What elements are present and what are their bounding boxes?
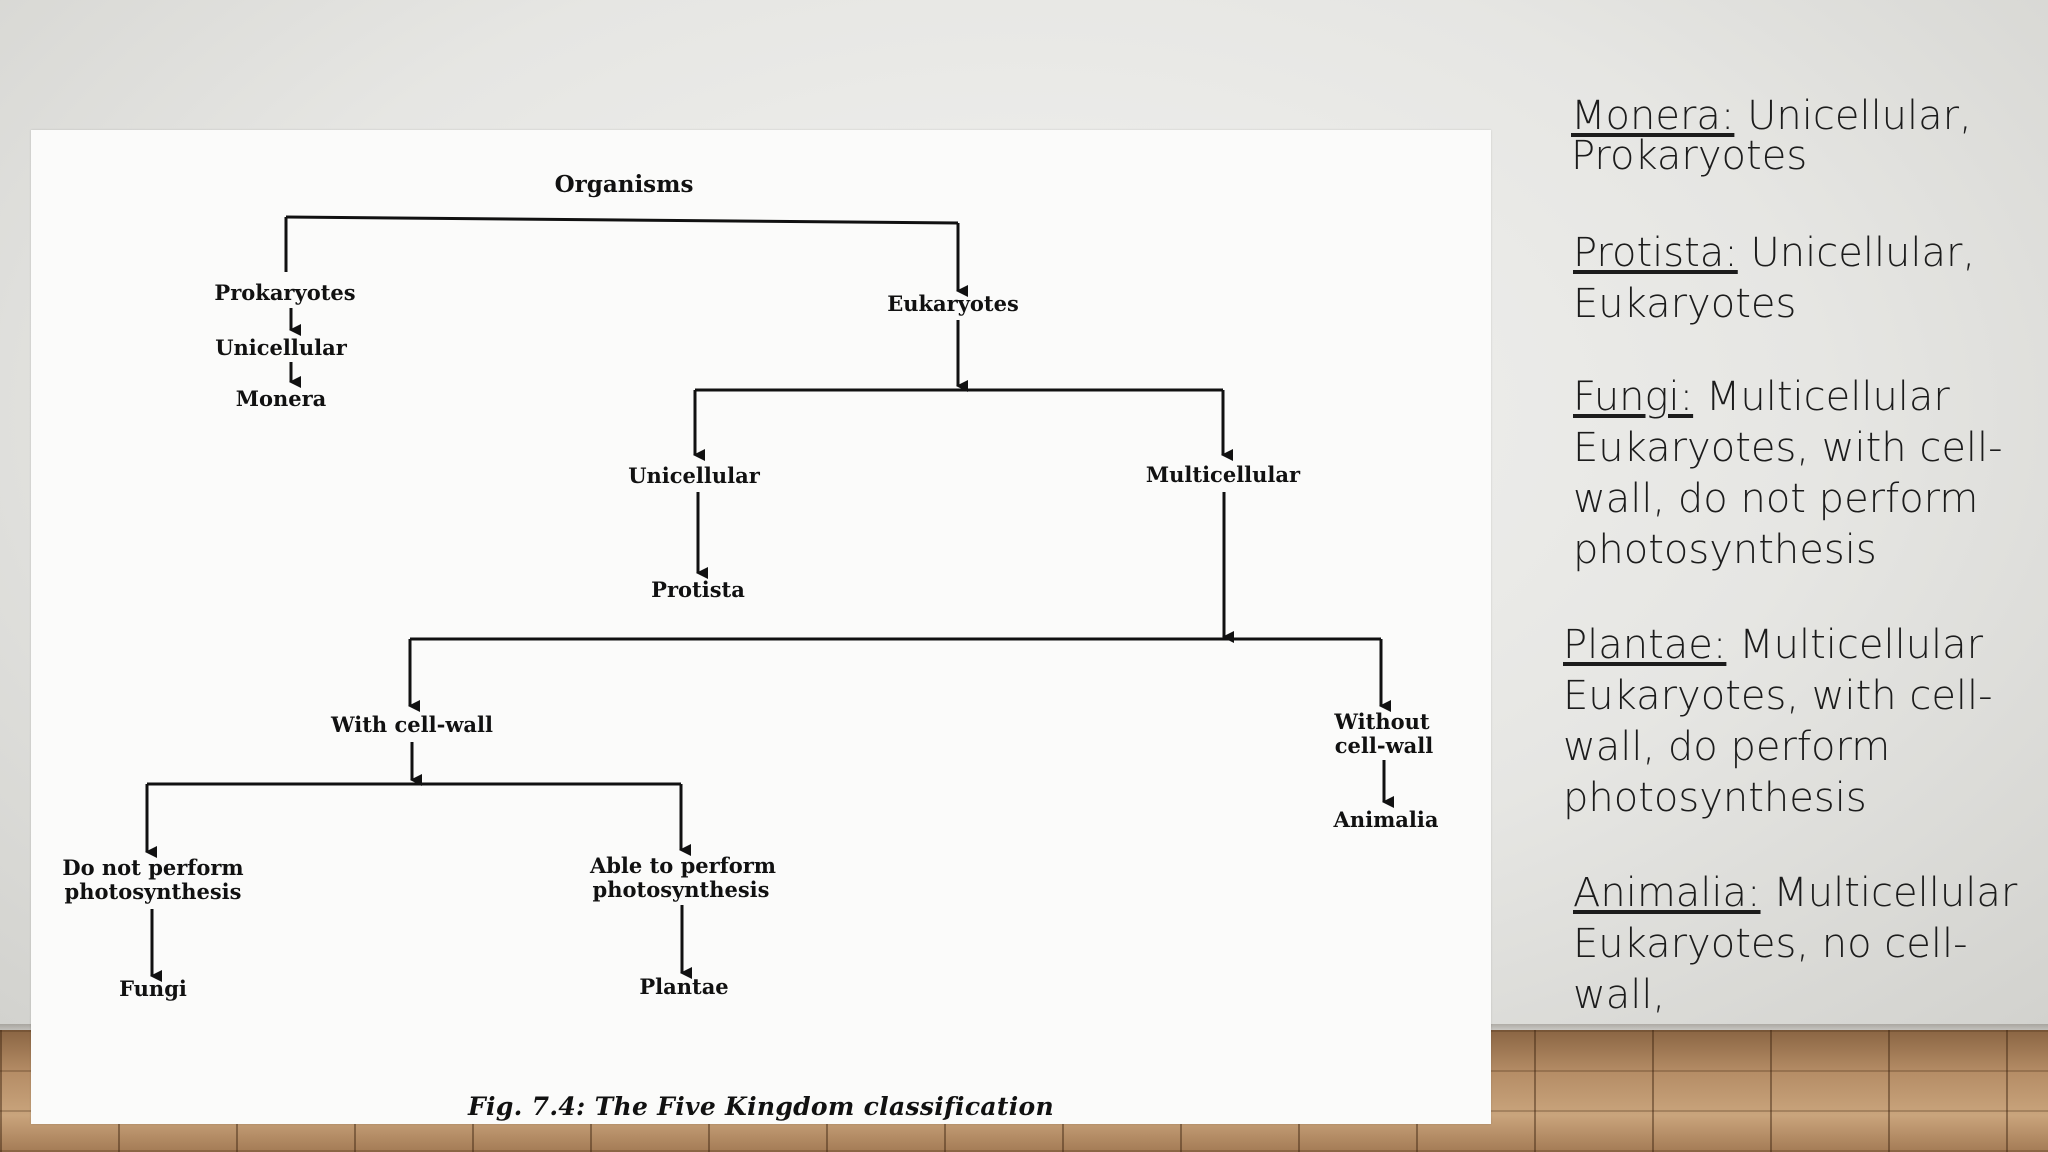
node-no-photosynthesis-line1: Do not perform [62,855,243,880]
note-fungi: Fungi: Multicellular Eukaryotes, with ce… [1573,372,2013,576]
note-term: Fungi: [1573,374,1694,420]
note-text: Multicellular Eukaryotes, with cell-wall… [1573,374,2003,573]
note-animalia: Animalia: Multicellular Eukaryotes, no c… [1573,868,2028,1021]
node-monera: Monera [236,386,327,411]
classification-figure: Organisms Prokaryotes Unicellular Monera… [31,130,1491,1124]
note-term: Plantae: [1563,622,1727,668]
classification-tree: Organisms Prokaryotes Unicellular Monera… [62,171,1439,1001]
note-protista: Protista: Unicellular, Eukaryotes [1573,228,2013,330]
note-term: Protista: [1573,230,1738,276]
node-photosynthesis-line1: Able to perform [589,853,776,878]
note-monera: Monera: Unicellular, Prokaryotes [1571,96,2011,176]
node-without-cell-wall-line1: Without [1333,709,1429,734]
figure-caption-title: The Five Kingdom classification [594,1092,1054,1121]
note-term: Animalia: [1573,870,1761,916]
note-text: Unicellular, Eukaryotes [1573,230,1976,327]
connector [285,215,959,225]
node-protista: Protista [651,577,745,602]
figure-caption-number: Fig. 7.4: [468,1092,586,1121]
node-multicellular: Multicellular [1146,462,1301,487]
node-photosynthesis-line2: photosynthesis [593,877,770,902]
node-unicellular: Unicellular [628,463,761,488]
node-eukaryotes: Eukaryotes [887,291,1019,316]
note-text: Multicellular Eukaryotes, with cell-wall… [1563,622,1993,821]
node-prokaryote-unicellular: Unicellular [215,335,348,360]
node-animalia: Animalia [1333,807,1439,832]
node-no-photosynthesis-line2: photosynthesis [65,879,242,904]
node-without-cell-wall-line2: cell-wall [1335,733,1433,758]
node-prokaryotes: Prokaryotes [214,280,355,305]
figure-caption: Fig. 7.4: The Five Kingdom classificatio… [31,1092,1491,1121]
note-plantae: Plantae: Multicellular Eukaryotes, with … [1563,620,2013,824]
node-plantae: Plantae [639,974,728,999]
note-text: Unicellular, Prokaryotes [1571,93,1972,179]
node-with-cell-wall: With cell-wall [330,712,493,737]
note-term: Monera: [1571,93,1735,139]
node-fungi: Fungi [119,976,187,1001]
note-text: Multicellular Eukaryotes, no cell-wall, [1573,870,2018,1018]
node-organisms: Organisms [555,171,694,198]
